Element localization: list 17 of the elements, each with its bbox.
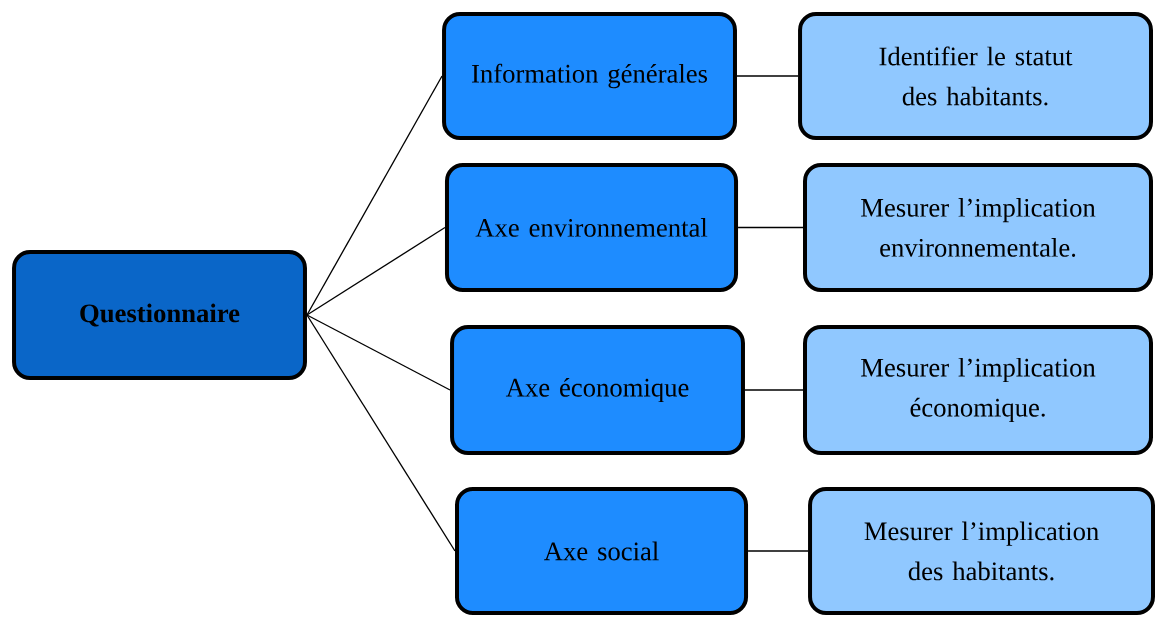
connector-line: [306, 75, 443, 316]
goal-box: Mesurer l’implication des habitants.: [808, 487, 1155, 615]
root-box: Questionnaire: [12, 250, 307, 380]
connector-line: [306, 314, 456, 552]
connector-line: [306, 314, 451, 391]
goal-box: Identifier le statut des habitants.: [798, 12, 1153, 140]
connector-line: [747, 550, 809, 552]
topic-box: Axe environnemental: [444, 162, 739, 293]
connector-line: [737, 226, 804, 229]
connector-line: [306, 226, 446, 316]
topic-box: Axe économique: [450, 325, 745, 455]
topic-box: Axe social: [455, 487, 749, 615]
goal-box: Mesurer l’implication économique.: [803, 325, 1153, 455]
connector-line: [736, 75, 799, 77]
connector-line: [744, 389, 804, 391]
topic-box: Information générales: [442, 12, 737, 140]
goal-box: Mesurer l’implication environnementale.: [803, 162, 1153, 293]
